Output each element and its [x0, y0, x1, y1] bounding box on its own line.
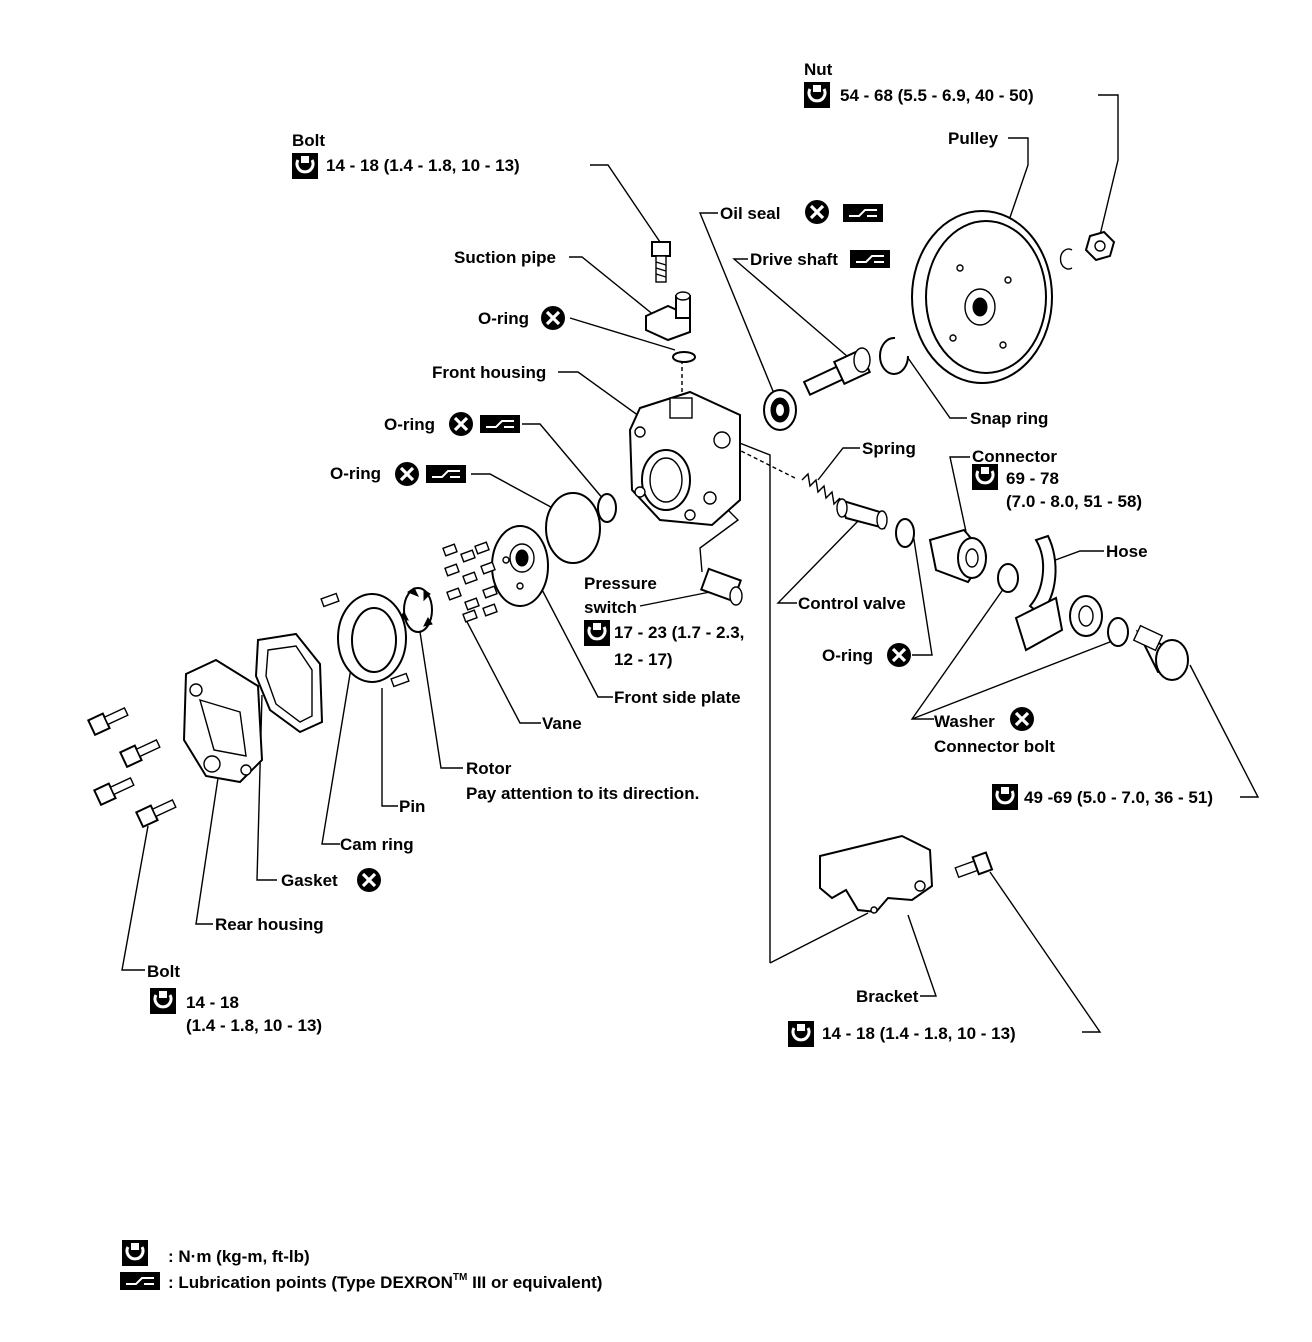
label-o-ring-2: O-ring	[384, 415, 435, 434]
leader-lines	[121, 94, 1260, 1033]
label-bolt-bottom-torque-2: (1.4 - 1.8, 10 - 13)	[186, 1016, 322, 1035]
parts-illustration	[86, 210, 1189, 914]
rotor-part	[399, 587, 433, 633]
pin-part	[320, 592, 340, 608]
label-connector-torque-1: 69 - 78	[1006, 469, 1059, 488]
label-hose: Hose	[1106, 542, 1148, 561]
label-connector-bolt-torque: 49 -69 (5.0 - 7.0, 36 - 51)	[1024, 788, 1213, 807]
label-rotor: Rotor	[466, 759, 512, 778]
label-nut-torque: 54 - 68 (5.5 - 6.9, 40 - 50)	[840, 86, 1034, 105]
label-gasket: Gasket	[281, 871, 338, 890]
drive-shaft-part	[802, 347, 872, 396]
legend-lube-end: III or equivalent)	[467, 1273, 602, 1292]
connector-part	[928, 528, 988, 584]
rear-bolts-part	[86, 706, 177, 829]
torque-icons	[148, 80, 1020, 1049]
label-snap-ring: Snap ring	[970, 409, 1048, 428]
bracket-bolt-part	[954, 851, 994, 879]
control-valve-part	[836, 498, 888, 530]
label-oil-seal: Oil seal	[720, 204, 780, 223]
gasket-part	[254, 632, 324, 734]
label-connector-bolt: Connector bolt	[934, 737, 1055, 756]
legend-lube-tm: TM	[453, 1272, 467, 1283]
label-pressure-torque-2: 12 - 17)	[614, 650, 673, 669]
oil-seal-part	[763, 389, 797, 431]
pressure-switch-part	[699, 567, 743, 606]
label-front-side-plate: Front side plate	[614, 688, 741, 707]
front-side-plate-part	[491, 525, 549, 607]
legend: : N·m (kg-m, ft-lb) : Lubrication points…	[119, 1238, 602, 1292]
pulley-part	[911, 210, 1053, 384]
legend-torque-icon	[120, 1238, 150, 1268]
label-vane: Vane	[542, 714, 582, 733]
o-ring-4-part	[895, 518, 915, 548]
front-housing-part	[628, 390, 741, 527]
label-suction-pipe: Suction pipe	[454, 248, 556, 267]
label-nut: Nut	[804, 60, 833, 79]
legend-lube-main: : Lubrication points (Type DEXRON	[168, 1273, 453, 1292]
top-bolt-part	[651, 241, 671, 283]
o-ring-3-part	[545, 492, 601, 564]
label-pin: Pin	[399, 797, 425, 816]
label-cam-ring: Cam ring	[340, 835, 414, 854]
label-spring: Spring	[862, 439, 916, 458]
legend-lube-text: : Lubrication points (Type DEXRONTM III …	[168, 1272, 602, 1292]
hose-part	[1014, 534, 1103, 652]
washer-part	[997, 563, 1019, 593]
legend-torque-unit: : N·m (kg-m, ft-lb)	[168, 1247, 310, 1266]
label-bolt-top-torque: 14 - 18 (1.4 - 1.8, 10 - 13)	[326, 156, 520, 175]
label-connector: Connector	[972, 447, 1057, 466]
label-washer: Washer	[934, 712, 995, 731]
legend-lube-icon	[119, 1271, 161, 1291]
label-front-housing: Front housing	[432, 363, 546, 382]
label-pressure-switch-2: switch	[584, 598, 637, 617]
label-rotor-note: Pay attention to its direction.	[466, 784, 699, 803]
label-o-ring-4: O-ring	[822, 646, 873, 665]
label-connector-torque-2: (7.0 - 8.0, 51 - 58)	[1006, 492, 1142, 511]
snap-ring-part	[879, 336, 909, 375]
vanes-part	[442, 541, 498, 623]
o-ring-1-part	[672, 351, 696, 363]
label-rear-housing: Rear housing	[215, 915, 324, 934]
label-bolt-top: Bolt	[292, 131, 325, 150]
part-labels: Nut 54 - 68 (5.5 - 6.9, 40 - 50) Pulley …	[147, 60, 1213, 1043]
label-bracket-torque: 14 - 18 (1.4 - 1.8, 10 - 13)	[822, 1024, 1016, 1043]
bracket-part	[819, 834, 934, 914]
label-o-ring-3: O-ring	[330, 464, 381, 483]
label-drive-shaft: Drive shaft	[750, 250, 838, 269]
suction-pipe-part	[645, 291, 691, 342]
label-pulley: Pulley	[948, 129, 999, 148]
connector-bolt-part	[1132, 624, 1189, 681]
o-ring-2-part	[597, 493, 617, 523]
label-pressure-switch-1: Pressure	[584, 574, 657, 593]
cam-ring-part	[337, 593, 407, 683]
rear-housing-part	[182, 658, 264, 784]
label-o-ring-1: O-ring	[478, 309, 529, 328]
label-pressure-torque-1: 17 - 23 (1.7 - 2.3,	[614, 623, 744, 642]
label-bolt-bottom: Bolt	[147, 962, 180, 981]
spring-part	[801, 472, 841, 506]
nut-part	[1059, 230, 1116, 270]
label-bracket: Bracket	[856, 987, 919, 1006]
label-control-valve: Control valve	[798, 594, 906, 613]
label-bolt-bottom-torque-1: 14 - 18	[186, 993, 239, 1012]
